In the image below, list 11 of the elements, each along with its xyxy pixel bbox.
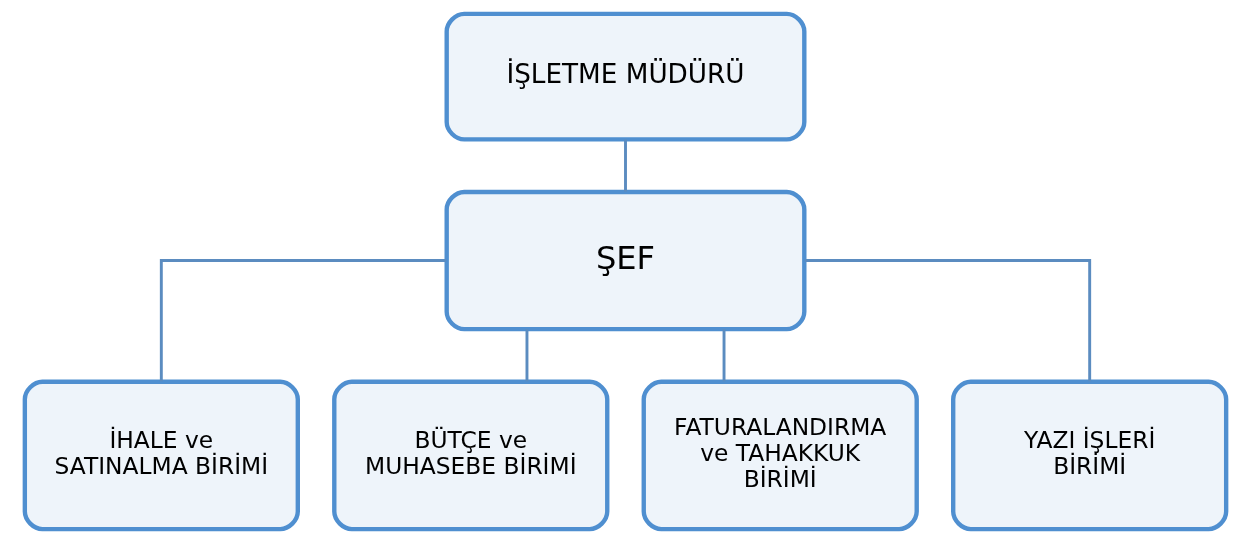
node-box: ŞEF (444, 189, 806, 332)
node-box: YAZI İŞLERİ BİRİMİ (950, 379, 1228, 532)
node-box: BÜTÇE ve MUHASEBE BİRİMİ (331, 379, 609, 532)
connector (623, 139, 627, 192)
connector (722, 329, 725, 382)
connector (804, 259, 1091, 382)
node-box: İHALE ve SATINALMA BİRİMİ (22, 379, 300, 532)
connector (525, 329, 528, 382)
node-box: İŞLETME MÜDÜRÜ (444, 11, 806, 142)
node-box: FATURALANDIRMA ve TAHAKKUK BİRİMİ (641, 379, 919, 532)
connector (159, 259, 446, 382)
